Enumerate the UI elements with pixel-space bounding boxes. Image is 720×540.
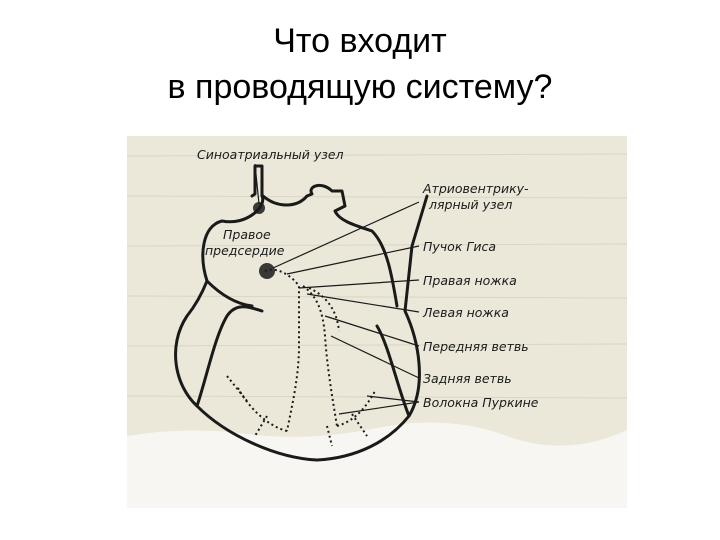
leader-posterior-branch <box>330 335 420 379</box>
leader-his-bundle <box>286 245 420 275</box>
conduction-pathways <box>226 268 376 447</box>
label-right-atrium-line2: предсердие <box>205 243 285 258</box>
label-right-branch: Правая ножка <box>423 273 517 288</box>
sa-node-dot <box>253 202 265 214</box>
label-av-node-line2: лярный узел <box>429 197 513 212</box>
av-node-dot <box>259 263 275 279</box>
leader-av-node <box>272 201 420 269</box>
leader-lines <box>254 163 420 415</box>
title-line-2: в проводящую систему? <box>167 68 553 106</box>
leader-purkinje-2 <box>366 395 420 403</box>
heart-outline <box>174 164 429 462</box>
leader-anterior-branch <box>324 315 420 347</box>
leader-sa-node <box>254 163 260 205</box>
leader-purkinje-1 <box>338 401 420 415</box>
label-anterior-branch: Передняя ветвь <box>423 339 529 354</box>
leader-right-branch <box>298 279 420 289</box>
label-his-bundle: Пучок Гиса <box>423 239 496 254</box>
torn-paper-area <box>127 422 627 508</box>
title-line-1: Что входит <box>273 22 447 60</box>
label-posterior-branch: Задняя ветвь <box>423 371 512 386</box>
heart-conduction-diagram: Синоатриальный узел Правое предсердие Ат… <box>127 136 627 508</box>
leader-left-branch <box>306 293 420 313</box>
label-left-branch: Левая ножка <box>423 305 509 320</box>
label-sa-node: Синоатриальный узел <box>197 147 344 162</box>
heart-drawing <box>127 153 627 508</box>
page-texture <box>127 153 627 399</box>
slide-title: Что входит в проводящую систему? <box>0 18 720 110</box>
label-right-atrium-line1: Правое <box>223 227 271 242</box>
label-purkinje-fibers: Волокна Пуркине <box>423 395 539 410</box>
label-av-node-line1: Атриовентрику- <box>423 181 529 196</box>
